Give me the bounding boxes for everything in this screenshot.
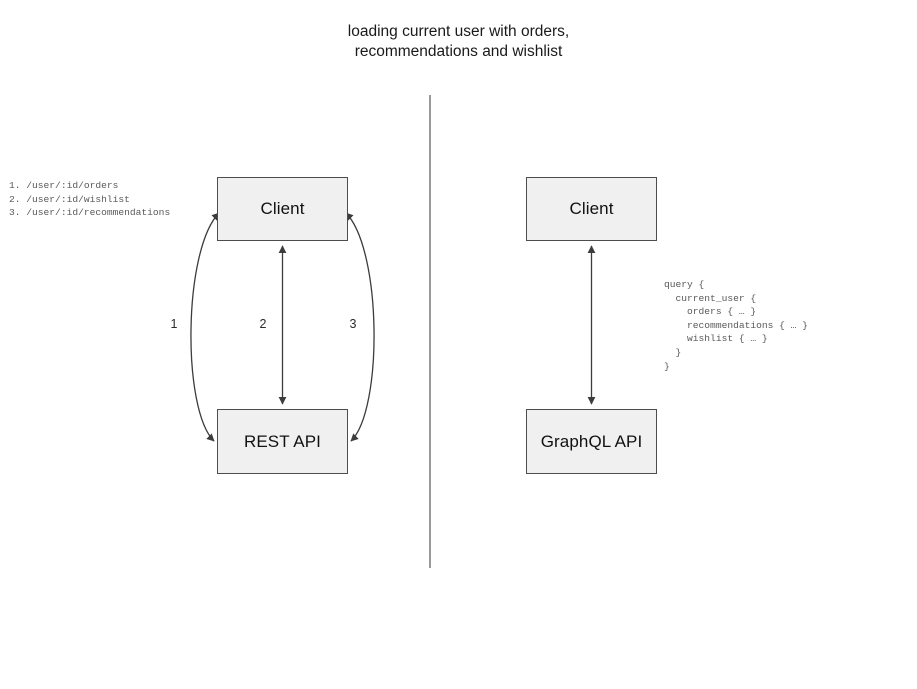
edge-rest-1 bbox=[190, 212, 220, 442]
edge-label-2: 2 bbox=[259, 317, 267, 331]
graphql-query-block: query { current_user { orders { … } reco… bbox=[664, 279, 808, 372]
node-rest-api[interactable]: REST API bbox=[217, 409, 348, 474]
node-client-rest[interactable]: Client bbox=[217, 177, 348, 241]
rest-endpoints-list: 1. /user/:id/orders 2. /user/:id/wishlis… bbox=[9, 180, 171, 219]
node-client-graphql[interactable]: Client bbox=[526, 177, 657, 241]
node-graphql-api[interactable]: GraphQL API bbox=[526, 409, 657, 474]
diagram-title: loading current user with orders, recomm… bbox=[347, 23, 570, 60]
edge-label-3: 3 bbox=[349, 317, 357, 331]
edge-label-1: 1 bbox=[170, 317, 178, 331]
edge-rest-3 bbox=[345, 212, 375, 442]
